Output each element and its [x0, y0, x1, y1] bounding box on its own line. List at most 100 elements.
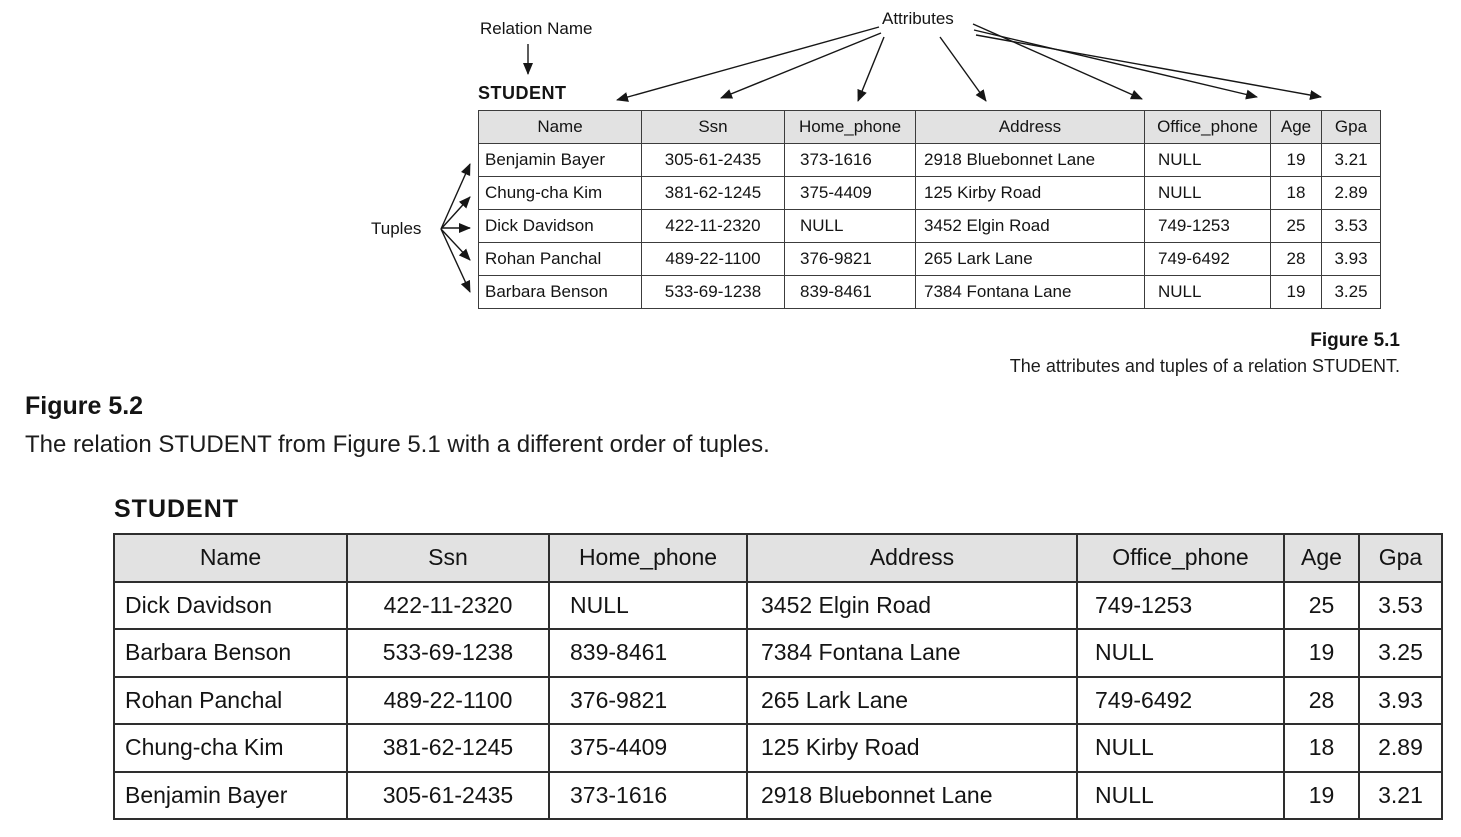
cell: 2.89: [1358, 723, 1443, 773]
attribute-arrow-gpa-icon: [975, 34, 1322, 100]
cell: 422-11-2320: [641, 209, 785, 243]
column-header-name: Name: [478, 110, 642, 144]
cell: 3452 Elgin Road: [915, 209, 1145, 243]
cell: 489-22-1100: [346, 675, 550, 725]
figure52-relation-title: STUDENT: [114, 495, 240, 523]
relation-name-label: Relation Name: [480, 19, 593, 38]
cell: NULL: [1144, 176, 1271, 210]
figure51-caption-text: The attributes and tuples of a relation …: [1009, 356, 1400, 376]
tuple-arrow-row4-icon: [440, 228, 471, 261]
tuple-arrow-row5-icon: [440, 228, 471, 293]
cell: 375-4409: [548, 723, 748, 773]
cell: 749-6492: [1144, 242, 1271, 276]
cell: 376-9821: [784, 242, 916, 276]
cell: 2918 Bluebonnet Lane: [746, 770, 1078, 820]
cell: 3.25: [1358, 628, 1443, 678]
cell: 18: [1283, 723, 1360, 773]
cell: Dick Davidson: [478, 209, 642, 243]
cell: 18: [1270, 176, 1322, 210]
cell: 839-8461: [548, 628, 748, 678]
cell: NULL: [1144, 143, 1271, 177]
column-header-ssn: Ssn: [346, 533, 550, 583]
attribute-arrow-office-phone-icon: [972, 23, 1143, 100]
cell: Rohan Panchal: [113, 675, 348, 725]
cell: 305-61-2435: [641, 143, 785, 177]
cell: 376-9821: [548, 675, 748, 725]
cell: Barbara Benson: [478, 275, 642, 309]
attribute-arrow-home-phone-icon: [857, 36, 885, 102]
cell: NULL: [1144, 275, 1271, 309]
column-header-ssn: Ssn: [641, 110, 785, 144]
figure52-heading: Figure 5.2: [25, 392, 144, 420]
column-header-name: Name: [113, 533, 348, 583]
cell: 125 Kirby Road: [915, 176, 1145, 210]
cell: Chung-cha Kim: [113, 723, 348, 773]
tuple-arrow-row1-icon: [440, 163, 471, 230]
cell: 25: [1283, 580, 1360, 630]
column-header-office_phone: Office_phone: [1144, 110, 1271, 144]
cell: 3.25: [1321, 275, 1381, 309]
cell: 19: [1283, 770, 1360, 820]
cell: 7384 Fontana Lane: [746, 628, 1078, 678]
cell: Dick Davidson: [113, 580, 348, 630]
cell: 3.93: [1358, 675, 1443, 725]
attributes-label: Attributes: [882, 9, 954, 28]
cell: 381-62-1245: [641, 176, 785, 210]
figure51-relation-title: STUDENT: [478, 83, 567, 103]
cell: 305-61-2435: [346, 770, 550, 820]
cell: NULL: [784, 209, 916, 243]
cell: 2918 Bluebonnet Lane: [915, 143, 1145, 177]
figure51-caption-title: Figure 5.1: [1310, 330, 1400, 351]
attribute-arrow-name-icon: [616, 26, 880, 102]
cell: 373-1616: [784, 143, 916, 177]
cell: NULL: [548, 580, 748, 630]
cell: 749-1253: [1144, 209, 1271, 243]
cell: 749-1253: [1076, 580, 1285, 630]
figure51-caption: Figure 5.1 The attributes and tuples of …: [1010, 330, 1400, 377]
cell: 19: [1270, 143, 1322, 177]
column-header-age: Age: [1283, 533, 1360, 583]
column-header-office_phone: Office_phone: [1076, 533, 1285, 583]
column-header-home_phone: Home_phone: [548, 533, 748, 583]
cell: 25: [1270, 209, 1322, 243]
cell: Rohan Panchal: [478, 242, 642, 276]
cell: 381-62-1245: [346, 723, 550, 773]
cell: Barbara Benson: [113, 628, 348, 678]
cell: Benjamin Bayer: [113, 770, 348, 820]
cell: 7384 Fontana Lane: [915, 275, 1145, 309]
cell: 3.21: [1321, 143, 1381, 177]
cell: 265 Lark Lane: [746, 675, 1078, 725]
cell: NULL: [1076, 628, 1285, 678]
cell: 533-69-1238: [641, 275, 785, 309]
cell: 3.21: [1358, 770, 1443, 820]
tuple-arrow-row2-icon: [440, 196, 471, 230]
cell: 749-6492: [1076, 675, 1285, 725]
tuples-label: Tuples: [371, 219, 422, 238]
cell: 19: [1270, 275, 1322, 309]
cell: NULL: [1076, 770, 1285, 820]
cell: Benjamin Bayer: [478, 143, 642, 177]
cell: 2.89: [1321, 176, 1381, 210]
cell: 422-11-2320: [346, 580, 550, 630]
cell: 3452 Elgin Road: [746, 580, 1078, 630]
cell: 3.53: [1358, 580, 1443, 630]
cell: 265 Lark Lane: [915, 242, 1145, 276]
column-header-gpa: Gpa: [1321, 110, 1381, 144]
attribute-arrow-ssn-icon: [720, 32, 882, 99]
column-header-age: Age: [1270, 110, 1322, 144]
cell: 839-8461: [784, 275, 916, 309]
cell: 489-22-1100: [641, 242, 785, 276]
cell: 533-69-1238: [346, 628, 550, 678]
attribute-arrow-age-icon: [973, 29, 1258, 100]
cell: 373-1616: [548, 770, 748, 820]
cell: 28: [1283, 675, 1360, 725]
